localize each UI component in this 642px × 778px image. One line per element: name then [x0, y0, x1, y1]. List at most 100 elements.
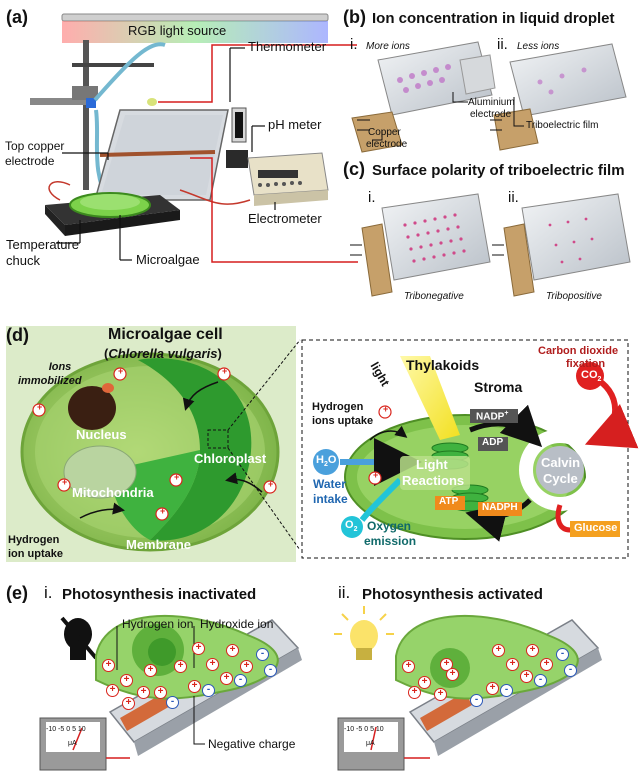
copper-electrode-label-2: electrode: [366, 139, 408, 150]
panel-c-i: i.: [368, 189, 376, 206]
hydrogen-ion-marker: +: [434, 688, 447, 701]
photosynthesis-inactivated-title: Photosynthesis inactivated: [62, 586, 257, 603]
hydrogen-ion-label: Hydrogen ion: [122, 617, 194, 631]
hydrogen-ion-marker: +: [206, 658, 219, 671]
mitochondria-label: Mitochondria: [72, 485, 154, 500]
panel-b-i: i.: [350, 36, 358, 53]
membrane-label: Membrane: [126, 537, 192, 552]
hydrogen-ion-marker: +: [188, 680, 201, 693]
electrometer-label: Electrometer: [248, 211, 322, 226]
ion-plus-6: +: [268, 479, 274, 489]
ph-meter-label: pH meter: [268, 117, 322, 132]
panel-d-zoom: [301, 339, 639, 559]
hydrogen-uptake-label-1: Hydrogen: [8, 534, 60, 546]
ions-label-1: Ions: [48, 361, 72, 373]
hydroxide-ion-label: Hydroxide ion: [200, 617, 274, 631]
hydrogen-ion-marker: +: [240, 660, 253, 673]
panel-d-illustration: [6, 326, 301, 562]
copper-electrode-label-1: Copper: [368, 127, 401, 138]
panel-a-illustration: [30, 13, 358, 263]
oxygen-emission-label-1: Oxygen: [367, 519, 412, 533]
tribopositive-label: Tribopositive: [546, 291, 602, 302]
tribonegative-label: Tribonegative: [404, 291, 464, 302]
negative-charge-label: Negative charge: [208, 737, 296, 751]
hydrogen-ions-uptake-label-2: ions uptake: [312, 415, 374, 427]
species-name: (Chlorella vulgaris): [104, 346, 222, 361]
hydroxide-ion-marker: -: [534, 674, 547, 687]
triboelectric-film-label: Triboelectric film: [526, 120, 599, 131]
meter-unit-i: μA: [68, 740, 77, 747]
hydrogen-ion-marker: +: [506, 658, 519, 671]
hydroxide-ion-marker: -: [556, 648, 569, 661]
co2-fixation-label-2: fixation: [566, 358, 606, 370]
meter-unit-ii: μA: [366, 740, 375, 747]
zoom-ion-plus-2: +: [373, 470, 379, 480]
panel-d-ions: [32, 367, 277, 521]
panel-e-ii: ii.: [338, 583, 351, 602]
hydroxide-ion-marker: -: [202, 684, 215, 697]
top-copper-label-2: electrode: [5, 154, 55, 168]
co2-badge: CO2: [581, 369, 602, 384]
panel-b-title: Ion concentration in liquid droplet: [372, 10, 615, 27]
hydrogen-ion-marker: +: [220, 672, 233, 685]
bulb-off-icon: [60, 616, 98, 660]
top-copper-label-1: Top copper: [5, 139, 65, 153]
photosynthesis-activated-title: Photosynthesis activated: [362, 586, 543, 603]
less-ions-label: Less ions: [517, 41, 560, 52]
oxygen-emission-label-2: emission: [364, 534, 417, 548]
light-reactions-label-2: Reactions: [402, 473, 465, 488]
hydroxide-ion-marker: -: [256, 648, 269, 661]
water-intake-label-2: intake: [313, 492, 348, 506]
hydrogen-ion-marker: +: [492, 644, 505, 657]
hydroxide-ion-marker: -: [564, 664, 577, 677]
calvin-cycle-label-1: Calvin: [541, 455, 581, 470]
bulb-on-icon: [334, 606, 394, 660]
hydrogen-ion-marker: +: [144, 664, 157, 677]
hydrogen-ion-marker: +: [418, 676, 431, 689]
hydroxide-ion-marker: -: [264, 664, 277, 677]
thermometer-label: Thermometer: [248, 39, 327, 54]
hydroxide-ion-marker: -: [470, 694, 483, 707]
more-ions-label: More ions: [366, 41, 410, 52]
panel-c-illustration: [350, 193, 631, 297]
ions-label-2: immobilized: [18, 375, 82, 387]
hydrogen-ion-marker: +: [122, 697, 135, 710]
thylakoids-label: Thylakoids: [406, 357, 480, 373]
hydrogen-ion-marker: +: [226, 644, 239, 657]
panel-c-title: Surface polarity of triboelectric film: [372, 162, 625, 179]
panel-b-ii: ii.: [497, 36, 508, 53]
hydroxide-ion-marker: -: [500, 684, 513, 697]
hydroxide-ion-marker: -: [234, 674, 247, 687]
panel-c-letter: (c): [343, 159, 365, 179]
nadph-label: NADPH: [482, 502, 518, 513]
hydrogen-ion-marker: +: [520, 670, 533, 683]
panel-d-letter: (d): [6, 325, 29, 345]
rgb-light-source-label: RGB light source: [128, 23, 227, 38]
hydrogen-ion-marker: +: [486, 682, 499, 695]
hydrogen-ion-marker: +: [402, 660, 415, 673]
ion-plus-4: +: [62, 477, 68, 487]
hydrogen-ion-marker: +: [540, 658, 553, 671]
microalgae-cell-title: Microalgae cell: [108, 326, 223, 343]
hydrogen-ion-marker: +: [106, 684, 119, 697]
hydrogen-ion-marker: +: [408, 686, 421, 699]
temperature-label-2: chuck: [6, 253, 40, 268]
microalgae-label: Microalgae: [136, 252, 200, 267]
hydrogen-ions-uptake-label-1: Hydrogen: [312, 401, 364, 413]
water-intake-label-1: Water: [313, 477, 346, 491]
ion-plus-3: +: [222, 366, 228, 376]
chloroplast-label: Chloroplast: [194, 451, 267, 466]
panel-c-ii: ii.: [508, 189, 519, 206]
hydrogen-ion-marker: +: [120, 674, 133, 687]
panel-e-i: i.: [44, 583, 53, 602]
hydrogen-ion-marker: +: [174, 660, 187, 673]
co2-fixation-label-1: Carbon dioxide: [538, 345, 619, 357]
ion-plus-7: +: [160, 506, 166, 516]
atp-label: ATP: [439, 496, 459, 507]
aluminium-electrode-label-2: electrode: [470, 109, 512, 120]
meter-scale-i: -10 -5 0 5 10: [46, 726, 86, 733]
panel-e-letter: (e): [6, 583, 28, 603]
glucose-label: Glucose: [574, 522, 618, 534]
nucleus-label: Nucleus: [76, 427, 127, 442]
hydrogen-ion-marker: +: [137, 686, 150, 699]
